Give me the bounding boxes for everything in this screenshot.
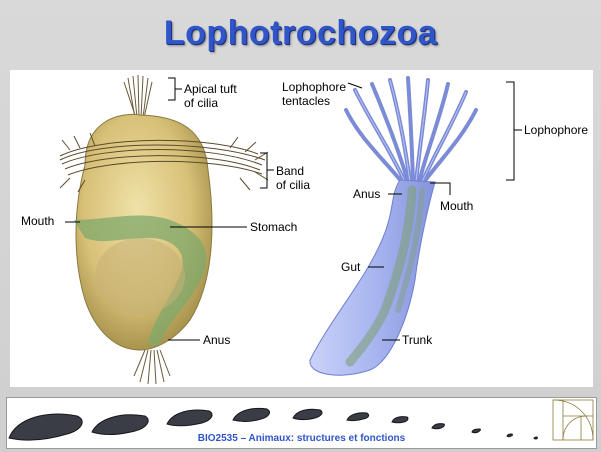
course-title: BIO2535 – Animaux: structures et fonctio… (7, 433, 596, 444)
footer-banner: BIO2535 – Animaux: structures et fonctio… (6, 397, 597, 449)
label-larva-anus: Anus (203, 333, 230, 347)
lophophorate-animal (310, 78, 476, 375)
label-phoronid-mouth: Mouth (440, 199, 473, 213)
label-phoronid-anus: Anus (353, 187, 380, 201)
slide-title: Lophotrochozoa (0, 14, 601, 53)
label-band-of-cilia: Band of cilia (276, 164, 310, 192)
label-lophophore-tentacles: Lophophore tentacles (282, 80, 346, 108)
label-trunk: Trunk (402, 333, 432, 347)
trochophore-larva (60, 75, 268, 384)
diagram-illustration (10, 70, 593, 387)
label-gut: Gut (341, 260, 360, 274)
label-apical-tuft: Apical tuft of cilia (184, 82, 237, 110)
label-larva-mouth: Mouth (21, 214, 54, 228)
label-lophophore: Lophophore (524, 123, 588, 137)
diagram-panel: Apical tuft of cilia Band of cilia Mouth… (10, 70, 593, 387)
label-stomach: Stomach (250, 220, 297, 234)
